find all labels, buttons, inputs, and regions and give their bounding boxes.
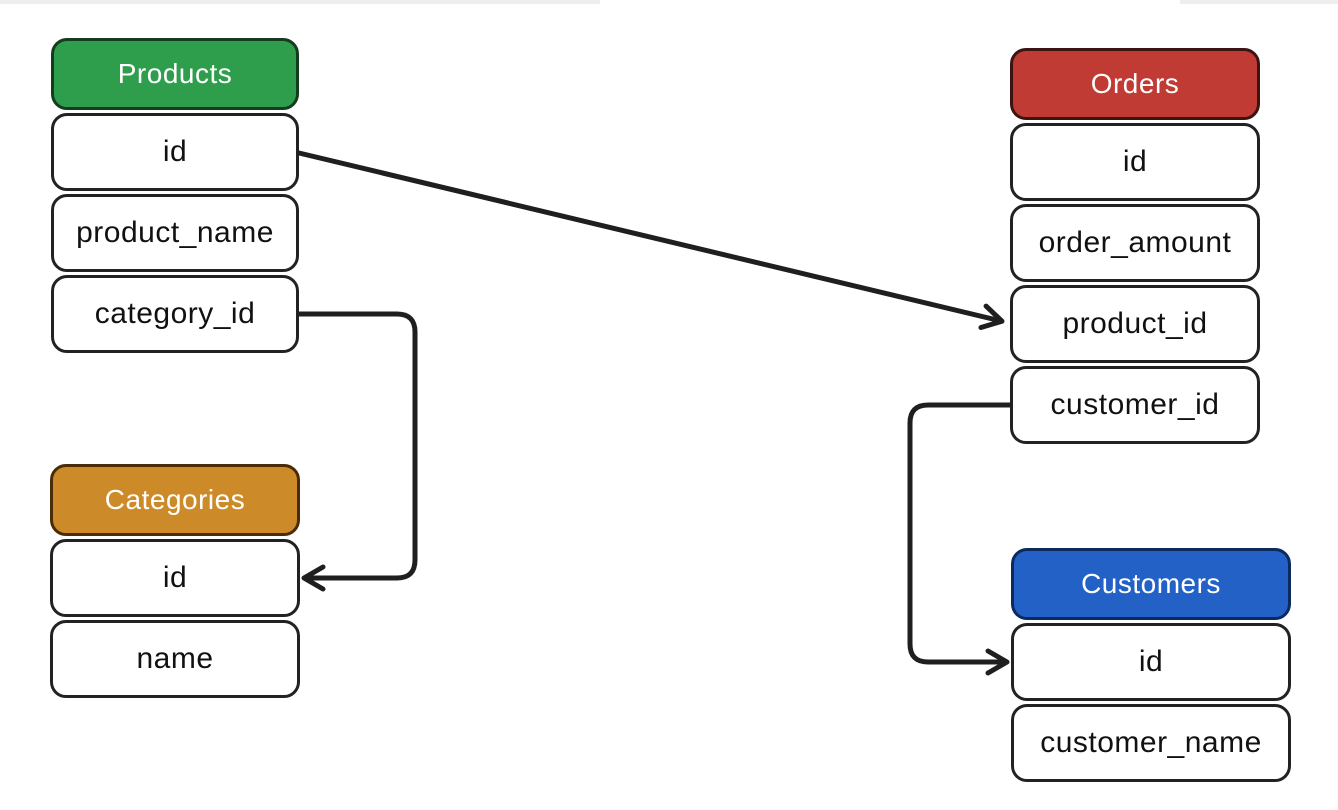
- table-products-field-category-id[interactable]: category_id: [51, 275, 299, 353]
- table-orders: Orders id order_amount product_id custom…: [1010, 48, 1260, 444]
- table-products-field-product-name[interactable]: product_name: [51, 194, 299, 272]
- relation-orders-customer-id-to-customers-id: [907, 402, 1014, 676]
- table-orders-field-product-id[interactable]: product_id: [1010, 285, 1260, 363]
- table-categories-header[interactable]: Categories: [50, 464, 300, 536]
- relation-products-category-id-to-categories-id: [294, 311, 418, 592]
- table-customers-header[interactable]: Customers: [1011, 548, 1291, 620]
- table-customers: Customers id customer_name: [1011, 548, 1291, 782]
- table-orders-header[interactable]: Orders: [1010, 48, 1260, 120]
- relation-products-id-to-orders-product-id: [296, 150, 1005, 331]
- table-categories-field-name[interactable]: name: [50, 620, 300, 698]
- table-products-field-id[interactable]: id: [51, 113, 299, 191]
- screenshot-edge-artifact-left: [0, 0, 600, 4]
- table-categories-field-id[interactable]: id: [50, 539, 300, 617]
- table-orders-field-id[interactable]: id: [1010, 123, 1260, 201]
- table-customers-field-id[interactable]: id: [1011, 623, 1291, 701]
- table-products: Products id product_name category_id: [51, 38, 299, 353]
- table-customers-field-customer-name[interactable]: customer_name: [1011, 704, 1291, 782]
- table-products-header[interactable]: Products: [51, 38, 299, 110]
- table-orders-field-order-amount[interactable]: order_amount: [1010, 204, 1260, 282]
- table-orders-field-customer-id[interactable]: customer_id: [1010, 366, 1260, 444]
- table-categories: Categories id name: [50, 464, 300, 698]
- screenshot-edge-artifact-right: [1180, 0, 1338, 4]
